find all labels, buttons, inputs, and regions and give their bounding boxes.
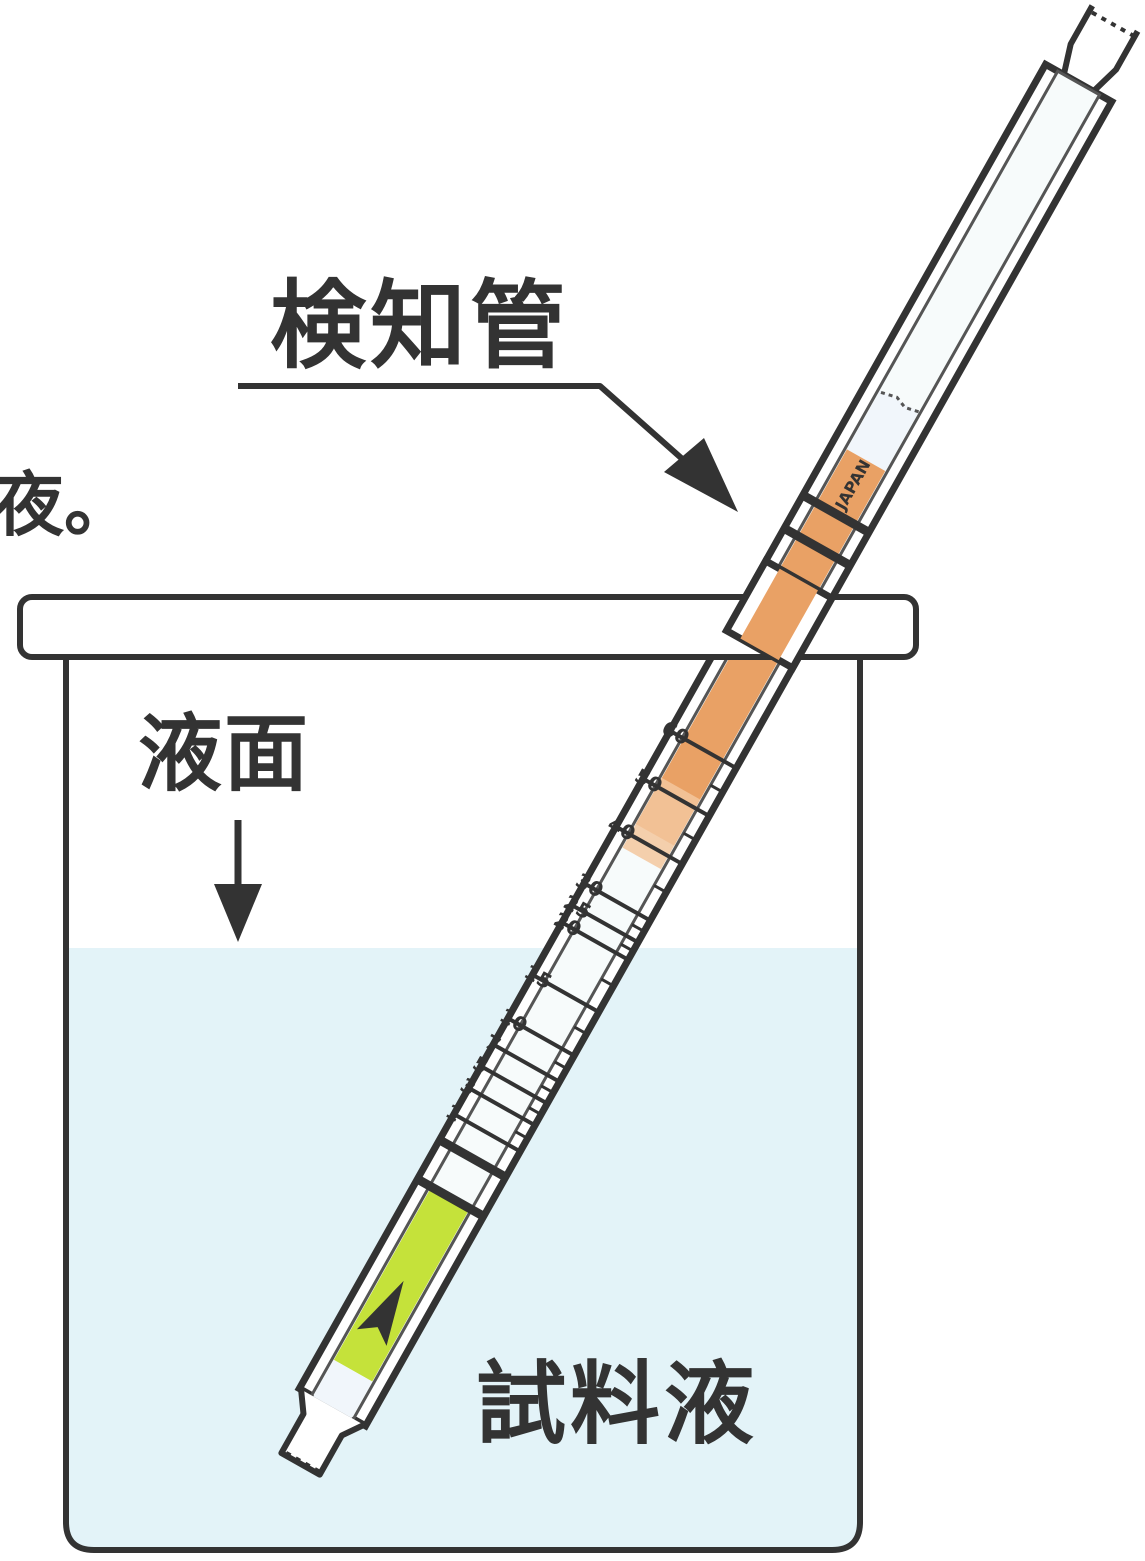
sample-liquid-label: 試料液	[476, 1352, 758, 1457]
scale-minor-tick	[540, 1084, 555, 1094]
scale-minor-tick	[553, 1060, 568, 1070]
scale-tick	[529, 972, 602, 1015]
liquid-surface-label: 液面	[138, 705, 311, 803]
arrow-pointer-icon	[356, 1280, 404, 1346]
scale-minor-tick	[631, 923, 645, 933]
scale-minor-tick	[528, 1106, 542, 1116]
beaker-rim	[17, 594, 919, 660]
arrow-down-icon	[214, 820, 262, 942]
scale-minor-tick	[573, 1025, 588, 1036]
scale-tick	[478, 1063, 550, 1107]
flow-arrow-icon	[238, 383, 738, 512]
scale-tick	[451, 1111, 523, 1155]
scale-tick	[581, 880, 654, 924]
scale-tick	[559, 919, 631, 963]
scale-tick	[465, 1085, 538, 1129]
scale-minor-tick	[620, 942, 634, 953]
scale-tick	[505, 1015, 577, 1059]
scale-tick	[613, 823, 685, 867]
scale-tick	[667, 728, 739, 771]
scale-minor-tick	[600, 977, 615, 988]
tube-bottom-tip	[278, 1389, 366, 1478]
scale-minor-tick	[709, 783, 724, 794]
beaker-wall	[63, 655, 863, 1553]
scale-tick	[640, 776, 712, 819]
scale-minor-tick	[514, 1130, 529, 1140]
scale-tick	[569, 902, 641, 946]
detector-tube-label: 検知管	[270, 270, 570, 382]
scale-tick	[490, 1041, 563, 1085]
scale-minor-tick	[653, 884, 667, 894]
cut-off-text: 夜。	[0, 464, 134, 546]
scale-minor-tick	[682, 831, 697, 842]
